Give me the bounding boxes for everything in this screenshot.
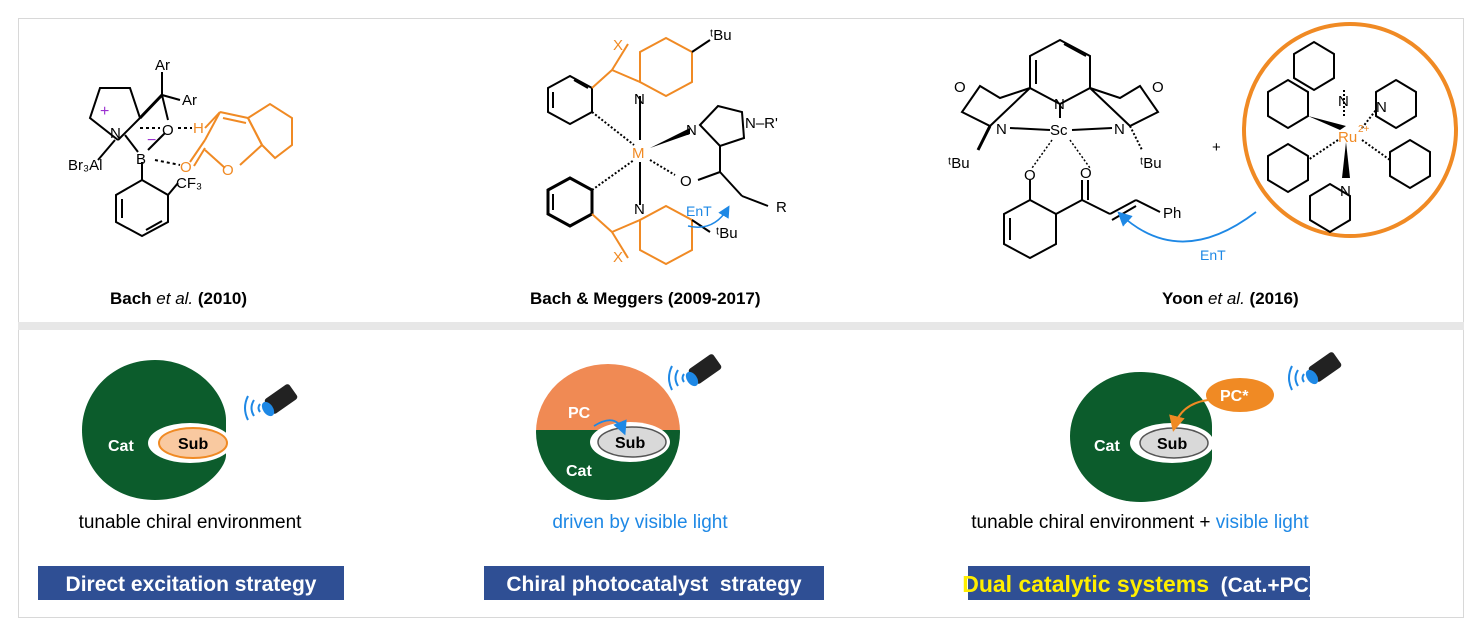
atom-ru-n-bottom: N (1340, 183, 1351, 200)
label-cat-2: Cat (566, 463, 592, 480)
label-sub-3: Sub (1157, 436, 1187, 453)
atom-n-rprime: N–R' (745, 115, 778, 132)
atom-ru-n-top: N (1338, 93, 1349, 110)
atom-o-carbonyl: O (180, 159, 192, 176)
atom-o: O (162, 122, 174, 139)
atom-h: H (193, 120, 204, 137)
atom-x-bottom: X (613, 249, 623, 266)
atom-o-phenol: O (1024, 167, 1036, 184)
light-source-3 (1288, 352, 1342, 391)
label-ent-yoon: EnT (1200, 247, 1226, 263)
atom-ar-1: Ar (155, 57, 170, 74)
atom-sc: Sc (1050, 122, 1068, 139)
atom-n-ox-right: N (1114, 121, 1125, 138)
atom-n-imid: N (686, 122, 697, 139)
light-source-1 (244, 384, 298, 421)
atom-n-ox-left: N (996, 121, 1007, 138)
charge-plus: + (100, 103, 109, 120)
banner-1 (38, 566, 344, 600)
light-source-2 (668, 354, 722, 391)
atom-b: B (136, 151, 146, 168)
atom-m: M (632, 145, 645, 162)
label-cat-1: Cat (108, 438, 134, 455)
atom-o: O (680, 173, 692, 190)
atom-ar-2: Ar (182, 92, 197, 109)
atom-tbu-left: ᵗBu (948, 155, 970, 172)
figure-frame (18, 18, 1464, 618)
structure-bach-oxazaborolidine: Ar Ar N B O H O O Br₃Al CF₃ + − (68, 57, 293, 238)
atom-n-top: N (634, 91, 645, 108)
atom-ph: Ph (1163, 205, 1181, 222)
atom-n-pyridine: N (1054, 96, 1065, 113)
banner-2 (484, 566, 824, 600)
structure-yoon-scandium: N N N Sc O O O O ᵗBu ᵗBu Ph (948, 38, 1181, 260)
label-cat-3: Cat (1094, 438, 1120, 455)
atom-tbu-top: ᵗBu (710, 27, 732, 44)
banner-1-text: Direct excitation strategy (66, 573, 317, 596)
caption-meggers: Bach & Meggers (2009-2017) (530, 289, 761, 308)
atom-r: R (776, 199, 787, 216)
structure-meggers-complex: X X N N N N–R' M O R ᵗBu ᵗBu EnT (546, 27, 787, 266)
ru-photocatalyst: N N N Ru 2+ (1242, 22, 1458, 238)
atom-o-ox-left: O (954, 79, 966, 96)
atom-n-bottom: N (634, 201, 645, 218)
section-divider (18, 322, 1464, 330)
model-chiral-photocatalyst: PC Cat Sub (536, 364, 680, 500)
atom-o-ox-right: O (1152, 79, 1164, 96)
plus-sign: + (1212, 139, 1221, 156)
banner-2-text: Chiral photocatalyst strategy (506, 573, 802, 596)
atom-cf3: CF₃ (176, 175, 202, 192)
label-ent: EnT (686, 203, 712, 219)
atom-tbu-bottom: ᵗBu (716, 225, 738, 242)
charge-minus: − (147, 132, 156, 149)
label-sub-2: Sub (615, 435, 645, 452)
desc-3: tunable chiral environment + visible lig… (971, 512, 1309, 533)
caption-yoon: Yoon et al. (2016) (1162, 289, 1299, 308)
atom-n: N (110, 125, 121, 142)
ru-charge: 2+ (1358, 124, 1370, 135)
atom-ru: Ru (1338, 129, 1357, 146)
model-direct-excitation: Cat Sub (82, 360, 232, 500)
atom-o-ring: O (222, 162, 234, 179)
atom-o-ketone: O (1080, 165, 1092, 182)
atom-ru-n-right: N (1376, 99, 1387, 116)
atom-x-top: X (613, 37, 623, 54)
desc-2: driven by visible light (552, 512, 728, 533)
label-pc-2: PC (568, 405, 591, 422)
model-dual-catalysis: Cat Sub PC* (1070, 372, 1274, 502)
label-pc-star: PC* (1220, 388, 1249, 405)
atom-tbu-right: ᵗBu (1140, 155, 1162, 172)
atom-albr3: Br₃Al (68, 157, 102, 174)
banner-3-text: Dual catalytic systems (Cat.+PC) (962, 571, 1316, 597)
desc-1: tunable chiral environment (79, 512, 303, 533)
caption-bach: Bach et al. (2010) (110, 289, 247, 308)
banner-3 (968, 566, 1310, 600)
label-sub-1: Sub (178, 436, 208, 453)
